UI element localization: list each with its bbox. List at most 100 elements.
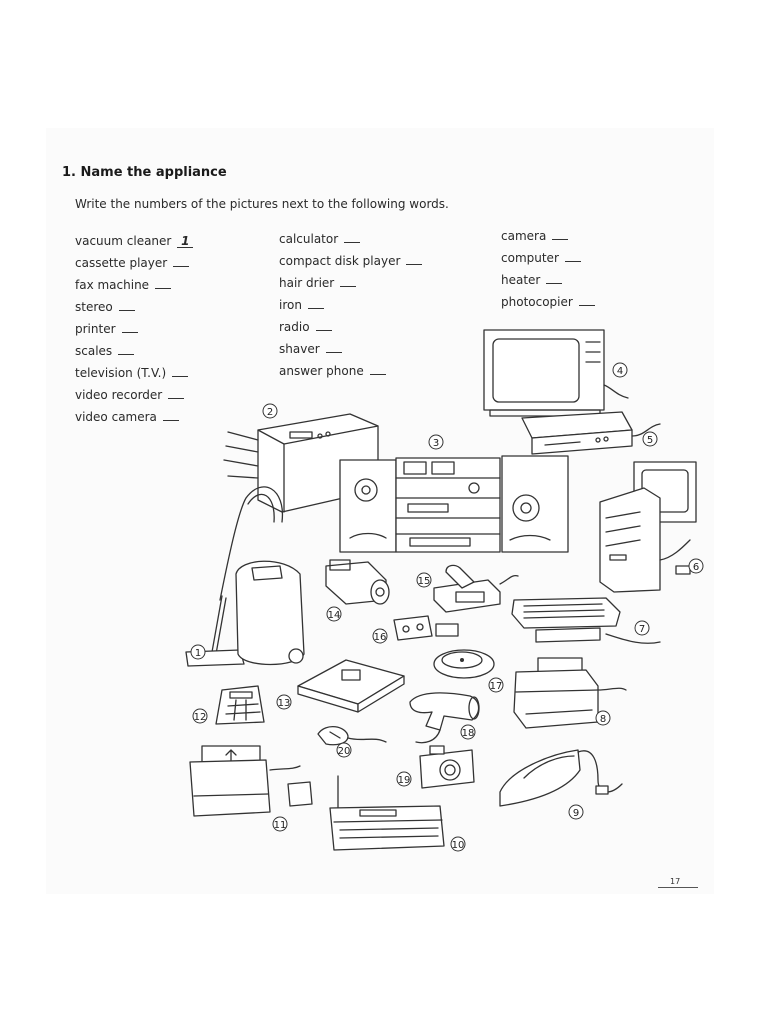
picture-number-marker: 19 — [396, 771, 412, 787]
answer-blank[interactable] — [155, 288, 172, 289]
calculator-drawing — [215, 685, 265, 725]
svg-text:2: 2 — [267, 407, 273, 418]
picture-number-marker: 3 — [428, 434, 444, 450]
svg-text:18: 18 — [462, 728, 475, 739]
picture-number-marker: 5 — [642, 431, 658, 447]
word-item: cassette player — [75, 256, 193, 278]
answer-blank[interactable]: 1 — [177, 235, 194, 248]
word-item: printer — [75, 322, 193, 344]
word-label: cassette player — [75, 256, 168, 270]
answer-blank[interactable] — [578, 305, 595, 306]
picture-number-marker: 14 — [326, 606, 342, 622]
answer-blank[interactable] — [172, 376, 189, 377]
answer-blank[interactable] — [564, 261, 581, 262]
word-item: fax machine — [75, 278, 193, 300]
word-item: calculator — [279, 232, 422, 254]
svg-text:20: 20 — [338, 746, 351, 757]
picture-number-marker: 1 — [190, 644, 206, 660]
svg-text:8: 8 — [600, 714, 606, 725]
answer-blank[interactable] — [168, 398, 185, 399]
answer-blank[interactable] — [121, 332, 138, 333]
radio-drawing — [329, 775, 445, 851]
page-number: 17 — [670, 877, 681, 886]
picture-number-marker: 12 — [192, 708, 208, 724]
word-item: radio — [279, 320, 422, 342]
word-label: hair drier — [279, 276, 335, 290]
svg-text:9: 9 — [573, 808, 579, 819]
picture-number-marker: 4 — [612, 362, 628, 378]
answer-blank[interactable] — [406, 264, 423, 265]
answer-blank[interactable] — [118, 354, 135, 355]
picture-number-marker: 13 — [276, 694, 292, 710]
compact-disk-player-drawing — [433, 649, 495, 679]
vacuum-cleaner-drawing — [185, 486, 305, 667]
word-label: calculator — [279, 232, 339, 246]
word-label: computer — [501, 251, 559, 265]
picture-number-marker: 10 — [450, 836, 466, 852]
answer-blank[interactable] — [315, 330, 332, 331]
svg-text:10: 10 — [452, 840, 465, 851]
answer-blank[interactable] — [344, 242, 361, 243]
word-label: video recorder — [75, 388, 163, 402]
word-column-1: vacuum cleaner 1 cassette player fax mach… — [75, 234, 194, 432]
picture-number-marker: 16 — [372, 628, 388, 644]
shaver-drawing — [317, 726, 387, 746]
answer-blank[interactable] — [340, 286, 357, 287]
scales-drawing — [297, 659, 405, 713]
answer-phone-drawing — [433, 564, 519, 613]
word-item: compact disk player — [279, 254, 423, 276]
answer-blank[interactable] — [118, 310, 135, 311]
fax-machine-drawing — [189, 745, 313, 817]
svg-text:12: 12 — [194, 712, 207, 723]
computer-drawing — [599, 461, 697, 593]
cassette-player-drawing — [393, 615, 459, 641]
picture-number-marker: 18 — [460, 724, 476, 740]
word-item: video recorder — [75, 388, 193, 410]
iron-drawing — [499, 749, 623, 807]
word-label: answer phone — [279, 364, 364, 378]
word-label: shaver — [279, 342, 320, 356]
answer-blank[interactable] — [162, 420, 179, 421]
answer-blank[interactable] — [552, 239, 569, 240]
answer-blank[interactable] — [325, 352, 342, 353]
word-label: television (T.V.) — [75, 366, 167, 380]
svg-text:1: 1 — [195, 648, 201, 659]
word-label: radio — [279, 320, 310, 334]
word-label: fax machine — [75, 278, 150, 292]
svg-text:11: 11 — [274, 820, 287, 831]
answer-blank[interactable] — [173, 266, 190, 267]
television-drawing — [483, 329, 629, 417]
word-item: television (T.V.) — [75, 366, 193, 388]
picture-number-marker: 2 — [262, 403, 278, 419]
svg-text:14: 14 — [328, 610, 341, 621]
answer-blank[interactable] — [546, 283, 563, 284]
answer-blank[interactable] — [369, 374, 386, 375]
printer-drawing — [513, 657, 627, 729]
svg-text:7: 7 — [639, 624, 645, 635]
answer-blank[interactable] — [307, 308, 324, 309]
picture-number-marker: 7 — [634, 620, 650, 636]
word-label: heater — [501, 273, 541, 287]
word-label: compact disk player — [279, 254, 401, 268]
word-label: camera — [501, 229, 547, 243]
word-item: iron — [279, 298, 422, 320]
picture-number-marker: 20 — [336, 742, 352, 758]
word-item: heater — [501, 273, 595, 295]
picture-number-marker: 15 — [416, 572, 432, 588]
svg-text:5: 5 — [647, 435, 653, 446]
svg-text:19: 19 — [398, 775, 411, 786]
word-label: video camera — [75, 410, 157, 424]
video-recorder-drawing — [521, 411, 661, 455]
word-item: answer phone — [279, 364, 422, 386]
video-camera-drawing — [325, 559, 390, 605]
word-item: computer — [501, 251, 595, 273]
word-label: iron — [279, 298, 302, 312]
word-column-3: camera computer heater photocopier — [501, 229, 595, 317]
exercise-instruction: Write the numbers of the pictures next t… — [75, 197, 449, 211]
word-item: hair drier — [279, 276, 422, 298]
word-label: vacuum cleaner — [75, 234, 172, 248]
picture-number-marker: 9 — [568, 804, 584, 820]
svg-text:13: 13 — [278, 698, 291, 709]
word-label: scales — [75, 344, 113, 358]
